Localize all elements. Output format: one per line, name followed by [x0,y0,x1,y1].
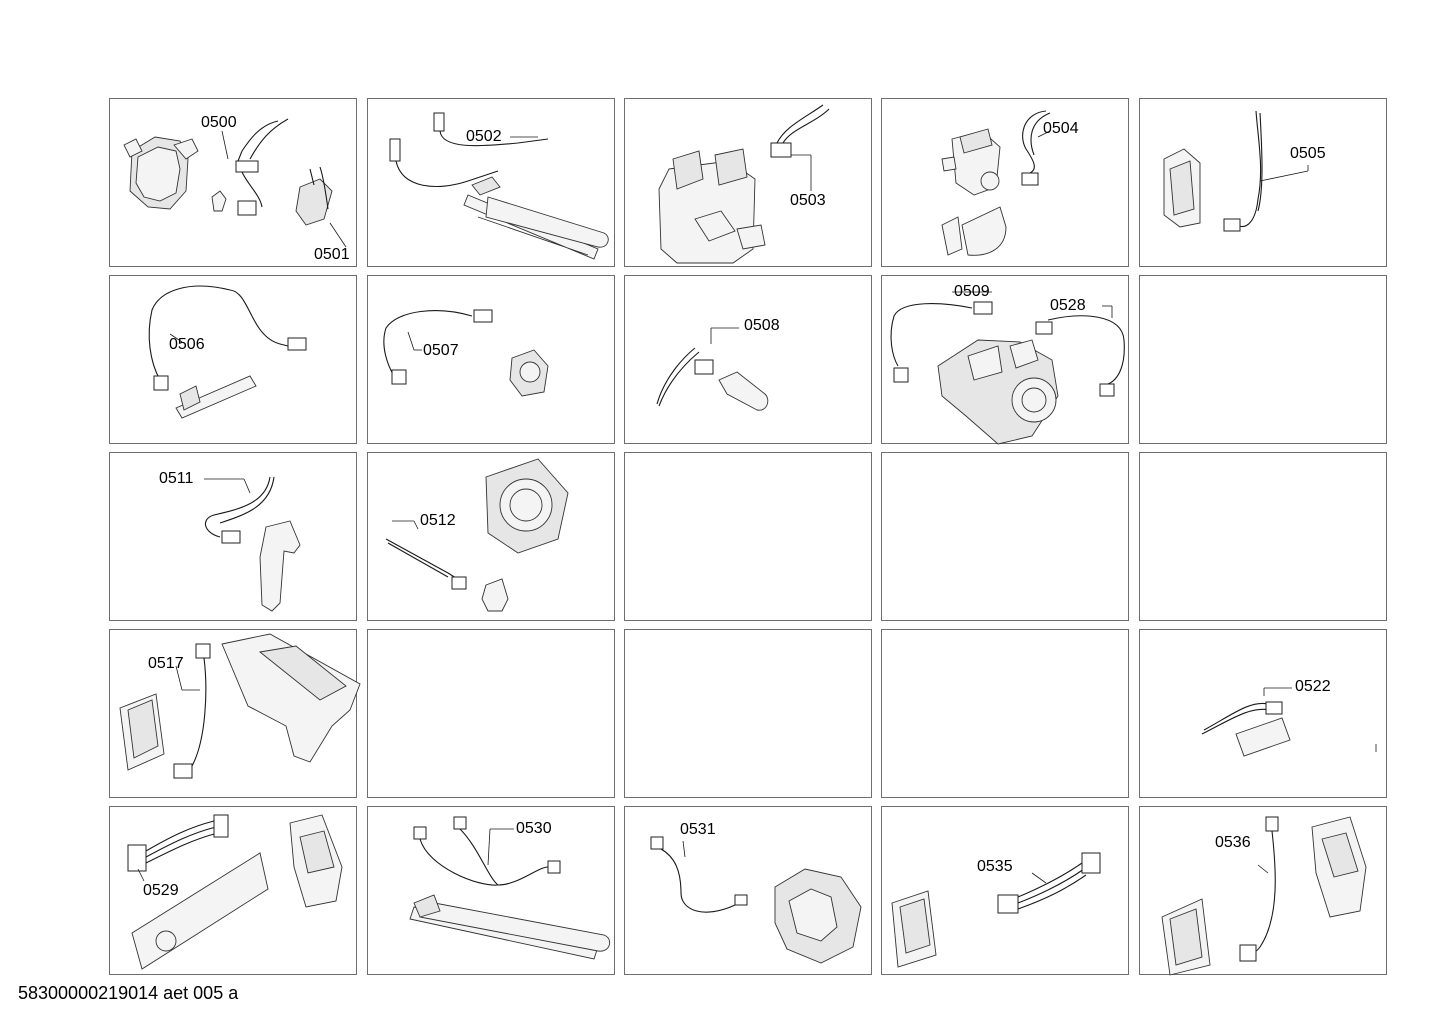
callout-label: 0536 [1215,834,1251,851]
cell-r1-c1: 0507 [367,275,615,444]
callout-label: 0531 [680,821,716,838]
part-drawing-heater-sensor [389,112,609,260]
cell-r0-c2: 0503 [624,98,872,267]
callout-label: 0502 [466,128,502,145]
callout-label: 0522 [1295,678,1331,695]
callout-label: 0512 [420,512,456,529]
part-drawing-level-sensor [204,476,301,612]
callout-label: 0517 [148,655,184,672]
callout-label: 0511 [159,470,194,487]
cell-r1-c0: 0506 [109,275,357,444]
cell-r0-c1: 0502 [367,98,615,267]
callout-label: 0535 [977,858,1013,875]
cell-r1-c4 [1139,275,1387,444]
cell-r3-c0: 0517 [109,629,361,798]
cell-r0-c0: 0500 0501 [109,98,357,267]
callout-label: 0506 [169,336,205,353]
part-drawing-valve-bracket [941,110,1051,256]
cell-r2-c4 [1139,452,1387,621]
cell-r3-c4: 0522 [1139,629,1387,798]
part-drawing-electronics-harness [891,852,1101,968]
callout-label: 0508 [744,317,780,334]
cell-r0-c4: 0505 [1139,98,1387,267]
cell-r3-c2 [624,629,872,798]
cell-r1-c2: 0508 [624,275,872,444]
part-drawing-pcb-module [1201,687,1377,757]
callout-label: 0528 [1050,297,1086,314]
callout-label: 0530 [516,820,552,837]
callout-label: 0501 [314,246,350,263]
part-drawing-display-module [127,814,343,970]
part-drawing-pressure-switch [383,309,549,397]
cell-r0-c3: 0504 [881,98,1129,267]
part-drawing-door-lock [1163,110,1309,232]
cell-r2-c0: 0511 [109,452,357,621]
document-id: 58300000219014 aet 005 a [18,983,239,1003]
callout-label: 0507 [423,342,459,359]
part-drawing-heater-harness [409,816,611,960]
callout-label: 0505 [1290,145,1326,162]
cell-r2-c2 [624,452,872,621]
cell-r4-c4: 0536 [1139,806,1387,976]
callout-label: 0500 [201,114,237,131]
cell-r4-c2: 0531 [624,806,872,975]
callout-label: 0503 [790,192,826,209]
part-drawing-control-module [119,633,361,779]
cell-r2-c3 [881,452,1129,621]
part-drawing-drain-pump [890,291,1125,445]
callout-label: 0509 [954,283,990,300]
cell-r4-c1: 0530 [367,806,615,975]
callout-label: 0504 [1043,120,1079,137]
cell-r1-c3: 0509 0528 [881,275,1129,445]
part-drawing-motor-harness [650,836,862,964]
part-drawing-sensor-harness [148,285,307,419]
part-drawing-pump-motor [123,118,347,248]
cell-r3-c3 [881,629,1129,798]
cell-r2-c1: 0512 [367,452,615,621]
part-drawing-module-harness [1161,816,1367,976]
cell-r4-c3: 0535 [881,806,1129,975]
cell-r3-c1 [367,629,615,798]
cell-r4-c0: 0529 [109,806,357,975]
part-drawing-inlet-valve [658,104,830,264]
part-drawing-motor-sensor [385,458,569,612]
callout-label: 0529 [143,882,179,899]
part-drawing-ntc-sensor [656,327,769,411]
